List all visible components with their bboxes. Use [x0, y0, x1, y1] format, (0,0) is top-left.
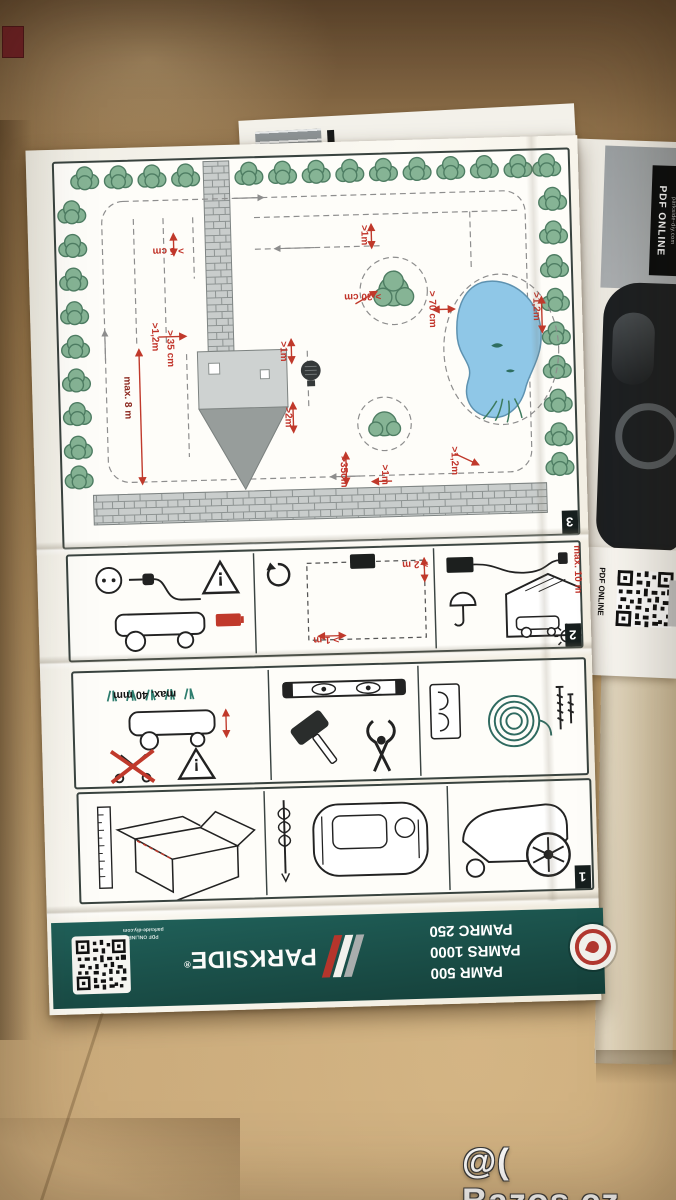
grass-tufts: [106, 688, 195, 702]
pond-reeds: [482, 398, 523, 423]
mower-wheel: [614, 402, 676, 471]
cable-length-label: max. 10 m: [571, 544, 584, 594]
second-qr-edge: [667, 580, 676, 627]
ruler-icon: [96, 806, 114, 889]
cardboard-shadow-left: [0, 120, 32, 1040]
model-name: PAMR 500: [430, 962, 504, 982]
map-dimension-label: >1m: [358, 224, 370, 246]
mower-perspective-icon: [462, 803, 571, 878]
boundary-loop: [306, 559, 427, 642]
qr-code: [615, 569, 674, 629]
screws-icon: [555, 685, 575, 730]
map-dimension-label: > 30 cm: [344, 290, 382, 303]
model-name: PAMRC 250: [429, 920, 513, 940]
warning-triangle-icon: !: [177, 746, 217, 780]
qr-caption-line2: parkside-diy.com: [122, 926, 164, 934]
loop-dimension-label: > 1 m: [313, 633, 340, 646]
map-dimension-label: > 5 cm: [152, 244, 185, 257]
wire-coil-icon: [488, 694, 553, 748]
paper-edge-strip: [594, 661, 676, 1065]
map-dimension-label: > 35 cm: [164, 329, 177, 368]
step-number-badge: 1: [574, 865, 592, 889]
open-box-icon: [115, 810, 256, 903]
brick-wall-column: [202, 160, 235, 353]
map-dimension-label: >35cm: [337, 455, 350, 488]
pond-fish: [491, 343, 515, 373]
svg-text:!: !: [193, 755, 199, 775]
pliers-icon: [366, 719, 396, 772]
qr-pattern: [75, 939, 127, 991]
qr-pattern: [615, 569, 674, 629]
spirit-level-icon: [282, 678, 406, 699]
photo-highlight: [611, 311, 656, 386]
parkside-logo-stripes: [317, 932, 365, 979]
unboxing-illustration: [96, 785, 571, 903]
mower-top-view-icon: [312, 801, 429, 877]
grass-height-label: max. 40 mm: [113, 687, 177, 702]
red-cross-icon: [109, 748, 156, 785]
station-cable-icon: [446, 552, 568, 574]
warning-triangle-icon: !: [201, 559, 241, 595]
garden-map-illustration: [56, 152, 575, 526]
tools-panel: !: [71, 657, 590, 790]
watermark: @( Bazos.cz: [462, 1142, 676, 1200]
instruction-leaflet: > 5 cm >1,2m > 35 cm max. 8 m >1m >2m >3…: [25, 135, 617, 1016]
brand-name: PARKSIDE: [190, 942, 318, 974]
battery-icon: [215, 613, 244, 627]
pdf-online-label: PDF ONLINE: [654, 185, 668, 256]
paper-edge-shadow: [596, 1050, 676, 1084]
map-dimension-label: >1,2m: [148, 322, 161, 352]
map-dimension-label: >1m: [277, 341, 289, 362]
mower-cutting-icon: [128, 708, 231, 751]
model-name: PAMRS 1000: [429, 941, 521, 961]
brick-path: [92, 482, 548, 526]
parkside-diy-url: parkside-diy.com: [668, 197, 676, 245]
spiral-peg-icon: [277, 800, 292, 883]
map-dimension-label: >1m: [378, 464, 391, 485]
parkside-logo: PARKSIDE®: [176, 942, 325, 974]
qr-caption: PDF ONLINE parkside-diy.com: [113, 925, 173, 941]
map-dimension-label: > 70 cm: [426, 290, 439, 328]
mower-product-photo: [595, 281, 676, 553]
qr-paper: PDF ONLINE: [549, 545, 676, 679]
pdf-online-strip: PDF ONLINE parkside-diy.com: [648, 165, 676, 277]
loop-dimension-label: > 2 m: [402, 557, 429, 570]
house-roof-lower: [198, 406, 289, 491]
dimension-arrows: [134, 222, 547, 486]
charging-station-icon: [349, 553, 376, 569]
umbrella-icon: [449, 591, 477, 627]
watermark-text: @( Bazos.cz: [462, 1142, 619, 1200]
svg-text:!: !: [217, 567, 224, 588]
red-tape-fragment: [2, 26, 24, 58]
loop-dimension-arrows: [317, 556, 429, 641]
model-list: PAMR 500 PAMRS 1000 PAMRC 250: [429, 917, 569, 984]
cardboard-flap-shadow: [0, 1118, 240, 1200]
tree-icons: [368, 270, 415, 437]
grill-icon: [300, 360, 321, 387]
map-dimension-label: >2m: [282, 407, 294, 428]
pdf-online-label: PDF ONLINE: [595, 567, 607, 616]
unboxing-panel: [76, 778, 595, 905]
chimney: [208, 362, 221, 375]
chimney: [259, 369, 270, 380]
mower-charging-icon: [114, 611, 206, 652]
shelter-house-icon: [505, 572, 582, 638]
map-dimension-label: max. 8 m: [121, 376, 134, 420]
map-dimension-label: >1,2m: [448, 446, 461, 476]
registered-mark: ®: [183, 959, 191, 970]
qr-caption-line1: PDF ONLINE: [128, 933, 159, 940]
brand-band: PDF ONLINE parkside-diy.com PARKSIDE® PA…: [51, 907, 617, 1010]
reset-arrows-icon: [266, 562, 291, 587]
pegs-icon: [429, 683, 462, 740]
mallet-icon: [290, 710, 338, 764]
tools-illustration: !: [106, 665, 575, 785]
garden-layout-diagram: [51, 147, 581, 550]
plug-icon: [95, 566, 201, 601]
qr-code: [71, 934, 132, 995]
